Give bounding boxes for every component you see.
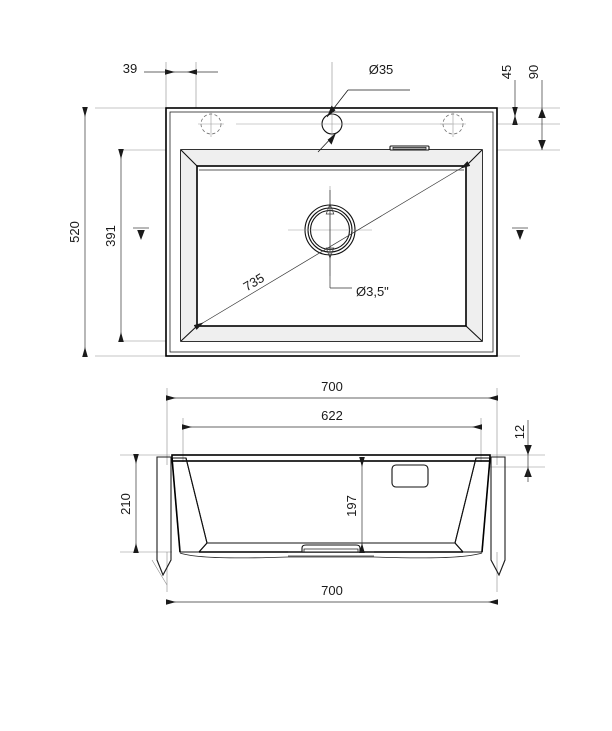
dim-700-top-group: 700 xyxy=(166,379,498,401)
dim-45-label: 45 xyxy=(499,65,514,79)
dim-tap-diameter-group: Ø35 xyxy=(317,62,410,153)
dim-tap-diameter-label: Ø35 xyxy=(369,62,394,77)
dim-700-bottom-label: 700 xyxy=(321,583,343,598)
dim-39-group: 39 xyxy=(123,61,218,76)
dim-520-label: 520 xyxy=(67,221,82,243)
section-bowl-floor xyxy=(197,542,465,557)
tap-hole-right xyxy=(440,111,466,137)
dim-39-label: 39 xyxy=(123,61,137,76)
dim-622-label: 622 xyxy=(321,408,343,423)
dim-12-group: 12 xyxy=(512,420,532,482)
top-view: 735 Ø3,5" Ø35 39 xyxy=(67,61,560,357)
section-left-skirt xyxy=(156,456,172,577)
section-view: 700 622 12 210 197 700 xyxy=(118,379,545,605)
dim-700-top-label: 700 xyxy=(321,379,343,394)
top-view-extension-lines xyxy=(95,62,560,357)
section-overflow-opening xyxy=(391,464,429,488)
dim-391-group: 391 xyxy=(103,149,149,342)
dim-12-label: 12 xyxy=(512,425,527,439)
tap-hole-center xyxy=(236,111,452,137)
dim-90-group: 90 xyxy=(526,65,546,150)
dim-210-label: 210 xyxy=(118,493,133,515)
dim-drain-diameter-label: Ø3,5" xyxy=(356,284,389,299)
dim-90-label: 90 xyxy=(526,65,541,79)
section-right-skirt xyxy=(490,456,506,577)
dim-520-group: 520 xyxy=(67,107,88,357)
dim-210-group: 210 xyxy=(118,454,139,553)
dim-622-group: 622 xyxy=(182,408,482,430)
dim-197-group: 197 xyxy=(344,457,365,553)
section-bowl-exterior-bottom xyxy=(179,552,483,559)
dim-197-label: 197 xyxy=(344,495,359,517)
dim-700-bottom-group: 700 xyxy=(166,583,498,605)
dim-drain-diameter-group: Ø3,5" xyxy=(325,190,389,299)
dim-45-group: 45 xyxy=(499,65,518,125)
tap-hole-left xyxy=(198,111,224,137)
reference-arrow-right xyxy=(512,227,528,240)
overflow-slot xyxy=(389,145,430,151)
dim-391-label: 391 xyxy=(103,225,118,247)
